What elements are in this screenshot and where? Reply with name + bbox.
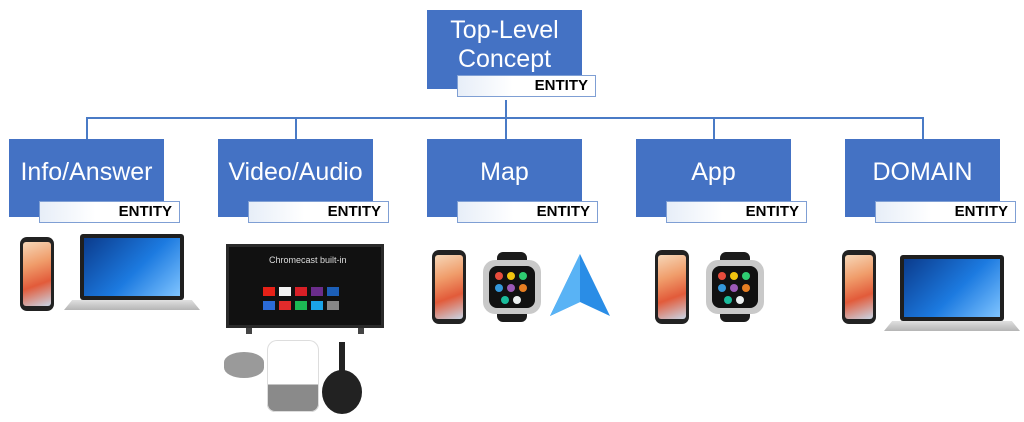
phone-image: [842, 250, 876, 324]
smartwatch-image: [706, 252, 764, 322]
connector-horizontal: [86, 117, 923, 119]
top-node-label-line2: Concept: [457, 45, 552, 73]
connector-drop-info: [86, 117, 88, 139]
smart-speaker-mini-image: [224, 352, 264, 378]
tv-image: Chromecast built-in: [226, 244, 384, 336]
top-entity-tag: ENTITY: [457, 75, 596, 97]
connector-drop-app: [713, 117, 715, 139]
node-video-audio-label: Video/Audio: [228, 158, 363, 186]
laptop-image: [64, 234, 200, 314]
app-entity-tag: ENTITY: [666, 201, 807, 223]
connector-drop-domain: [922, 117, 924, 139]
connector-drop-video: [295, 117, 297, 139]
node-map-label: Map: [480, 158, 529, 186]
phone-image: [432, 250, 466, 324]
node-info-answer-label: Info/Answer: [20, 158, 153, 186]
chromecast-image: [322, 370, 362, 414]
smartwatch-image: [483, 252, 541, 322]
map-entity-tag: ENTITY: [457, 201, 598, 223]
info-answer-entity-tag: ENTITY: [39, 201, 180, 223]
connector-drop-map: [505, 117, 507, 139]
domain-entity-tag: ENTITY: [875, 201, 1016, 223]
smart-speaker-image: [267, 340, 319, 412]
chromecast-cable: [339, 342, 345, 372]
phone-image: [655, 250, 689, 324]
top-node-label-line1: Top-Level: [450, 16, 559, 44]
tv-brand-text: Chromecast built-in: [269, 255, 347, 265]
android-auto-logo: [550, 254, 610, 316]
connector-top-stem: [505, 100, 507, 118]
node-domain-label: DOMAIN: [872, 158, 973, 186]
video-audio-entity-tag: ENTITY: [248, 201, 389, 223]
node-app-label: App: [691, 158, 736, 186]
phone-image: [20, 237, 54, 311]
laptop-image: [884, 255, 1020, 335]
